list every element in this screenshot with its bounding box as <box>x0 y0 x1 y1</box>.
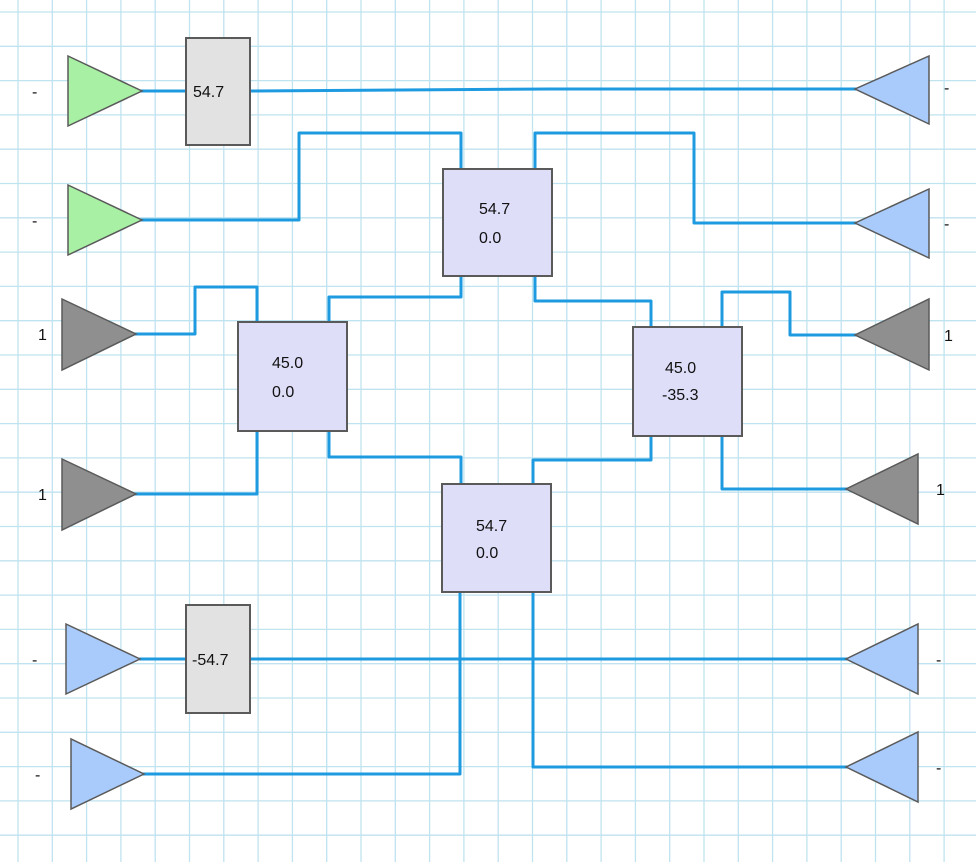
input-label: - <box>32 84 37 101</box>
beam-splitters: 54.7 0.0 45.0 0.0 45.0 -35.3 54.7 0.0 <box>237 168 743 593</box>
phase-shifter-2[interactable] <box>185 604 251 714</box>
input-source-6[interactable] <box>70 737 146 811</box>
wire-4 <box>133 429 259 496</box>
beam-splitter-1[interactable] <box>442 168 553 277</box>
output-label: 1 <box>944 328 953 345</box>
wire-9 <box>327 429 463 486</box>
input-label: - <box>35 767 40 784</box>
wire-10 <box>531 434 653 486</box>
beam-splitter-line2: 0.0 <box>476 545 498 562</box>
input-label: - <box>32 213 37 230</box>
phase-shifter-1[interactable] <box>185 37 251 146</box>
waveguide-wires <box>133 87 860 776</box>
output-label: - <box>944 216 949 233</box>
input-source-2[interactable] <box>67 183 144 257</box>
wire-12 <box>141 590 462 776</box>
wire-13 <box>531 590 852 769</box>
output-label: 1 <box>936 482 945 499</box>
output-detector-6[interactable] <box>844 730 919 804</box>
output-detector-2[interactable] <box>853 187 930 260</box>
wire-7 <box>720 290 860 337</box>
wire-3 <box>133 285 259 336</box>
output-label: - <box>936 760 941 777</box>
beam-splitter-2[interactable] <box>237 321 348 432</box>
wire-6 <box>533 274 653 329</box>
beam-splitter-3[interactable] <box>632 326 743 437</box>
input-source-1[interactable] <box>67 54 144 128</box>
beam-splitter-line1: 54.7 <box>476 518 507 535</box>
wire-8 <box>720 434 852 491</box>
wire-1 <box>138 87 860 93</box>
port-labels: - - 1 1 - - - - 1 1 - - <box>32 80 953 784</box>
output-detector-5[interactable] <box>844 622 919 696</box>
beam-splitter-line2: 0.0 <box>479 230 501 247</box>
input-source-4[interactable] <box>61 457 138 532</box>
input-source-3[interactable] <box>61 297 138 372</box>
input-label: 1 <box>38 327 47 344</box>
beam-splitter-line1: 45.0 <box>272 355 303 372</box>
phase-shifter-value: -54.7 <box>192 652 229 669</box>
output-detector-3[interactable] <box>853 297 930 372</box>
output-label: - <box>944 80 949 97</box>
input-sources <box>61 54 146 811</box>
output-label: - <box>936 652 941 669</box>
input-label: - <box>32 652 37 669</box>
output-detector-1[interactable] <box>853 54 930 126</box>
input-source-5[interactable] <box>65 622 142 696</box>
output-detectors <box>844 54 930 804</box>
beam-splitter-line1: 54.7 <box>479 201 510 218</box>
beam-splitter-4[interactable] <box>441 483 552 593</box>
beam-splitter-line2: -35.3 <box>662 387 699 404</box>
wire-2 <box>138 131 860 225</box>
output-detector-4[interactable] <box>844 452 919 526</box>
beam-splitter-line2: 0.0 <box>272 384 294 401</box>
input-label: 1 <box>38 487 47 504</box>
phase-shifters: 54.7 -54.7 <box>185 37 251 714</box>
wire-5 <box>327 274 463 324</box>
beam-splitter-line1: 45.0 <box>665 360 696 377</box>
phase-shifter-value: 54.7 <box>193 84 224 101</box>
